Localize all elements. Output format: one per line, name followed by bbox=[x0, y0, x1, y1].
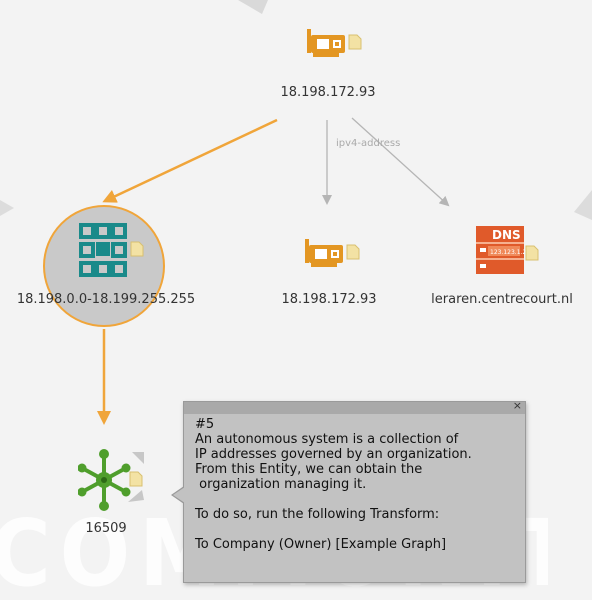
tooltip-text: #5 An autonomous system is a collection … bbox=[195, 417, 472, 552]
node-netblock[interactable] bbox=[78, 222, 148, 282]
edge-ip-to-dns[interactable] bbox=[351, 117, 450, 207]
dns-icon-text: DNS bbox=[492, 228, 521, 242]
edge-label-ipv4-address: ipv4-address bbox=[336, 138, 401, 149]
dns-server-icon: DNS 123.123.1.2 bbox=[476, 226, 539, 274]
node-label-ip-top: 18.198.172.93 bbox=[280, 85, 376, 100]
node-ip-mid[interactable] bbox=[303, 235, 361, 275]
info-tooltip: × #5 An autonomous system is a collectio… bbox=[171, 399, 526, 583]
node-ip-top[interactable] bbox=[305, 25, 363, 65]
netblock-icon bbox=[79, 223, 144, 277]
node-label-ip-mid: 18.198.172.93 bbox=[281, 292, 377, 307]
dns-icon-subtext: 123.123.1.2 bbox=[490, 249, 526, 256]
node-autonomous-system[interactable] bbox=[77, 448, 150, 512]
close-icon[interactable]: × bbox=[512, 399, 522, 412]
node-label-dns: leraren.centrecourt.nl bbox=[431, 292, 573, 307]
network-card-icon bbox=[305, 239, 360, 267]
tooltip-titlebar: × bbox=[184, 399, 525, 414]
edge-ip-to-netblock[interactable] bbox=[102, 118, 278, 203]
network-card-icon bbox=[307, 29, 362, 57]
node-label-autonomous-system: 16509 bbox=[85, 521, 127, 536]
node-label-netblock: 18.198.0.0-18.199.255.255 bbox=[16, 292, 196, 307]
tooltip-pointer-inner bbox=[173, 487, 185, 503]
autonomous-system-icon bbox=[77, 449, 144, 511]
node-dns[interactable]: DNS 123.123.1.2 bbox=[474, 224, 540, 280]
